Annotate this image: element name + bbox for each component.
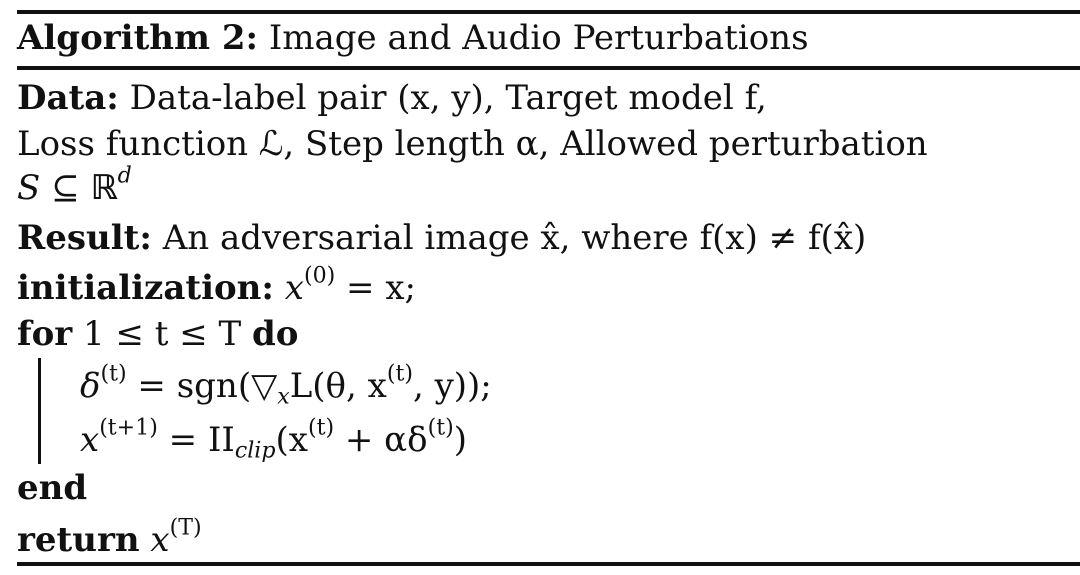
step2-sub: clip xyxy=(234,437,276,464)
return-var: x xyxy=(150,520,170,560)
result-label: Result: xyxy=(17,218,152,258)
data-line-2: Loss function ℒ, Step length α, Allowed … xyxy=(17,124,928,164)
step1-sub: x xyxy=(277,383,290,410)
step1-sgn: = sgn(▽ xyxy=(126,366,278,406)
for-line: for 1 ≤ t ≤ T do xyxy=(17,314,298,354)
step1-tail: , y)); xyxy=(412,366,492,406)
algorithm-title: Image and Audio Perturbations xyxy=(268,18,809,58)
algorithm-label: Algorithm 2: xyxy=(17,18,259,58)
step2-sup-3: (t) xyxy=(427,414,454,441)
for-condition: 1 ≤ t ≤ T xyxy=(83,314,242,354)
step2-sup-2: (t) xyxy=(307,414,335,441)
step-1-line: δ(t) = sgn(▽xL(θ, x(t), y)); xyxy=(80,362,492,407)
init-rest: = x; xyxy=(335,268,416,308)
bottom-rule xyxy=(17,562,1080,566)
do-label: do xyxy=(252,314,299,354)
for-label: for xyxy=(17,314,73,354)
reals-dim: d xyxy=(117,162,132,189)
step2-var: x xyxy=(80,420,100,460)
data-label: Data: xyxy=(17,78,119,118)
data-line-3: S ⊆ ℝd xyxy=(17,164,132,208)
end-line: end xyxy=(17,468,87,508)
data-text-2: Loss function ℒ, Step length α, Allowed … xyxy=(17,124,928,164)
step2-step: + αδ xyxy=(334,420,428,460)
reals-symbol: ℝ xyxy=(90,168,118,208)
delta-symbol: δ xyxy=(80,366,101,406)
step2-close: ) xyxy=(453,420,468,460)
step-2-line: x(t+1) = IIclip(x(t) + αδ(t)) xyxy=(80,416,468,461)
data-line-1: Data: Data-label pair (x, y), Target mod… xyxy=(17,78,767,118)
init-sup: (0) xyxy=(303,262,336,289)
step1-loss: L(θ, x xyxy=(289,366,387,406)
step2-arg: (x xyxy=(275,420,308,460)
init-line: initialization: x(0) = x; xyxy=(17,264,416,308)
step2-clip-op: = II xyxy=(157,420,235,460)
header-rule xyxy=(17,66,1080,70)
return-sup: (T) xyxy=(169,514,202,541)
result-text: An adversarial image x̂, where f(x) ≠ f(… xyxy=(162,218,867,258)
return-line: return x(T) xyxy=(17,516,202,560)
top-rule xyxy=(17,10,1080,14)
return-label: return xyxy=(17,520,140,560)
step2-sup-1: (t+1) xyxy=(99,414,158,441)
init-label: initialization: xyxy=(17,268,274,308)
step1-sup-2: (t) xyxy=(386,360,413,387)
end-label: end xyxy=(17,468,88,508)
data-text-1: Data-label pair (x, y), Target model f, xyxy=(129,78,767,118)
init-var: x xyxy=(284,268,304,308)
result-line: Result: An adversarial image x̂, where f… xyxy=(17,218,866,258)
data-text-3a: S ⊆ xyxy=(17,168,91,208)
step1-sup-1: (t) xyxy=(100,360,127,387)
algorithm-header: Algorithm 2: Image and Audio Perturbatio… xyxy=(17,18,809,58)
loop-body-bar xyxy=(38,358,41,464)
